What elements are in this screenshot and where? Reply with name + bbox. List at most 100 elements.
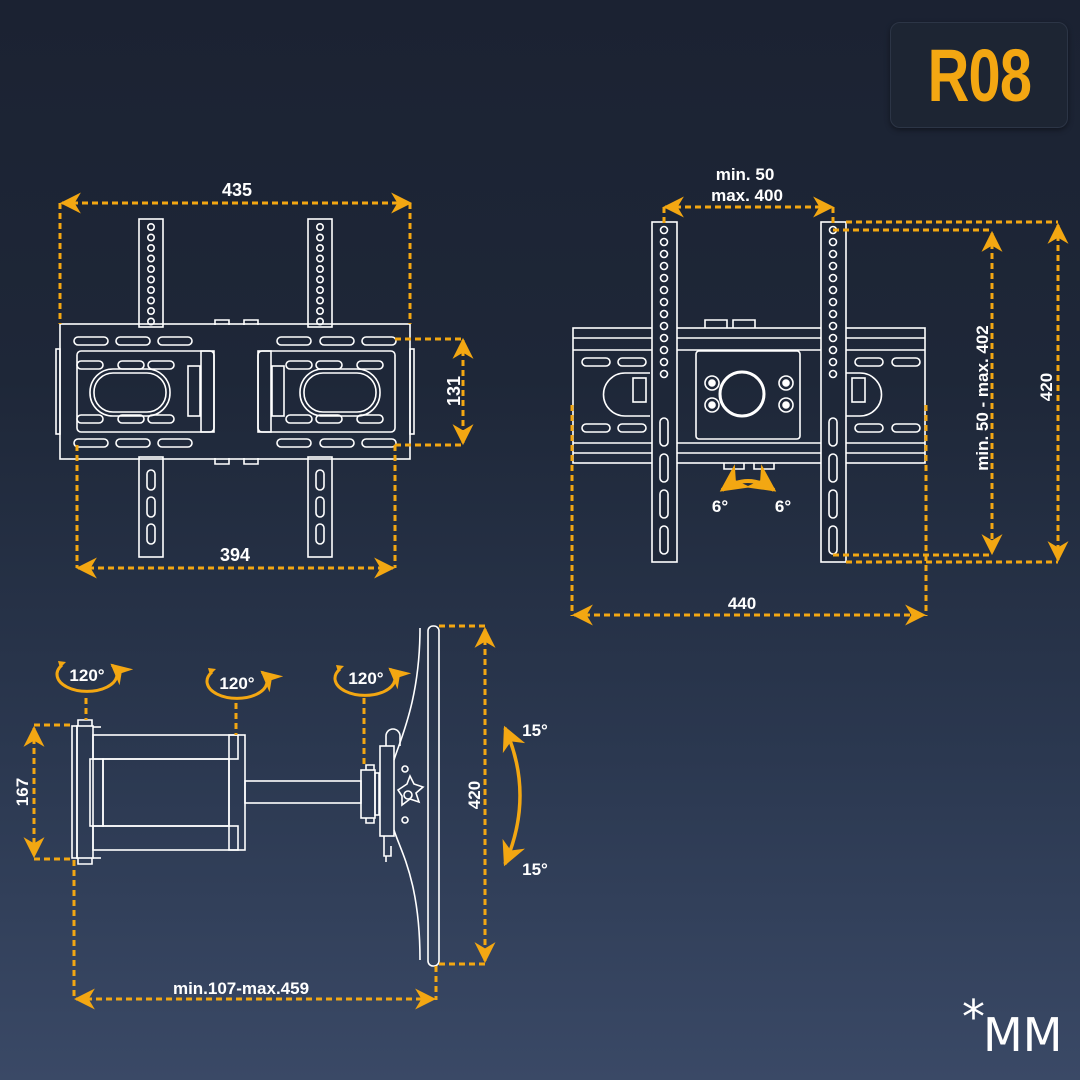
mount-slot bbox=[115, 438, 151, 448]
mount-hole bbox=[315, 254, 324, 263]
mount-hole bbox=[315, 296, 324, 305]
mount-slot bbox=[361, 336, 397, 346]
mount-slot bbox=[356, 360, 384, 370]
mount-slot bbox=[315, 414, 343, 424]
side-dimensions bbox=[23, 624, 496, 1010]
mount-plate bbox=[59, 323, 411, 460]
mount-slot bbox=[891, 357, 921, 367]
mount-hole bbox=[659, 309, 669, 319]
mount-slot bbox=[285, 360, 313, 370]
mount-hole bbox=[828, 369, 838, 379]
mount-slot bbox=[146, 496, 156, 518]
mount-slot bbox=[147, 360, 175, 370]
arm-lower bbox=[92, 825, 239, 851]
mount-hole bbox=[659, 297, 669, 307]
mount-hole bbox=[828, 345, 838, 355]
mount-slot bbox=[659, 417, 669, 447]
mount-slot bbox=[356, 414, 384, 424]
tilt-rail-right bbox=[820, 221, 847, 563]
mount-hole bbox=[147, 233, 156, 242]
mount-hole bbox=[315, 264, 324, 273]
mount-hole bbox=[147, 254, 156, 263]
tilt-up-label: 15° bbox=[522, 721, 548, 740]
dim-tilt-height: 420 bbox=[1037, 373, 1056, 401]
tilt-knob-icon bbox=[396, 774, 425, 807]
mount-hole bbox=[315, 275, 324, 284]
mount-slot bbox=[117, 414, 145, 424]
mount-slot bbox=[157, 336, 193, 346]
mount-slot bbox=[617, 423, 647, 433]
mount-hole bbox=[828, 237, 838, 247]
mount-slot bbox=[117, 360, 145, 370]
mount-hole bbox=[828, 249, 838, 259]
mount-hole bbox=[315, 244, 324, 253]
side-view bbox=[71, 625, 440, 967]
swivel-label-2: 120° bbox=[219, 674, 254, 693]
tilt-right-label: 6° bbox=[775, 497, 791, 516]
dim-wall-plate-height: 167 bbox=[13, 778, 32, 806]
mount-slot bbox=[659, 489, 669, 519]
unit-asterisk: * bbox=[962, 990, 985, 1044]
mount-hole bbox=[659, 285, 669, 295]
mount-hole bbox=[147, 275, 156, 284]
mount-hole bbox=[828, 357, 838, 367]
mount-hole bbox=[147, 285, 156, 294]
mount-hole bbox=[828, 261, 838, 271]
mount-slot bbox=[319, 438, 355, 448]
mount-hole bbox=[659, 261, 669, 271]
mount-hole bbox=[828, 321, 838, 331]
mount-hole bbox=[659, 237, 669, 247]
mount-hole bbox=[659, 249, 669, 259]
mount-hole bbox=[659, 357, 669, 367]
dim-vesa-min: min. 50 bbox=[716, 165, 775, 184]
mount-hole bbox=[315, 285, 324, 294]
dim-front-hole-width: 394 bbox=[220, 545, 250, 565]
mount-slot bbox=[891, 423, 921, 433]
mount-slot bbox=[659, 453, 669, 483]
swivel-icon-1 bbox=[55, 663, 134, 693]
vertical-rail-left bbox=[138, 218, 164, 558]
tv-plate bbox=[427, 625, 440, 967]
tilt-arrow-icon bbox=[719, 464, 777, 492]
mount-slot bbox=[319, 336, 355, 346]
mount-slot bbox=[854, 423, 884, 433]
mount-slot bbox=[73, 336, 109, 346]
swivel-label-3: 120° bbox=[348, 669, 383, 688]
mount-hole bbox=[315, 306, 324, 315]
mount-hole bbox=[828, 333, 838, 343]
mount-slot bbox=[157, 438, 193, 448]
mount-hole bbox=[828, 285, 838, 295]
front-dimensions bbox=[58, 192, 474, 579]
mount-hole bbox=[147, 264, 156, 273]
mount-slot bbox=[361, 438, 397, 448]
mount-slot bbox=[315, 523, 325, 545]
mount-hole bbox=[147, 244, 156, 253]
mount-hole bbox=[147, 306, 156, 315]
mount-slot bbox=[315, 360, 343, 370]
arm-upper bbox=[92, 734, 239, 760]
mount-slot bbox=[146, 469, 156, 491]
tilt-down-label: 15° bbox=[522, 860, 548, 879]
mount-hole bbox=[659, 273, 669, 283]
arm-extension bbox=[244, 780, 362, 804]
mount-slot bbox=[276, 336, 312, 346]
unit-text: MM bbox=[983, 1008, 1063, 1062]
tilt-view bbox=[572, 221, 926, 563]
mount-slot bbox=[285, 414, 313, 424]
tilt-dimensions bbox=[570, 196, 1069, 626]
mount-slot bbox=[315, 469, 325, 491]
mount-hole bbox=[659, 321, 669, 331]
mount-slot bbox=[73, 438, 109, 448]
mount-hole bbox=[147, 296, 156, 305]
tilt-rail-left bbox=[651, 221, 678, 563]
mount-slot bbox=[76, 414, 104, 424]
swivel-icons bbox=[55, 663, 412, 700]
mount-hole bbox=[659, 369, 669, 379]
mount-slot bbox=[659, 525, 669, 555]
dim-front-hole-height: 131 bbox=[444, 376, 464, 406]
mount-slot bbox=[146, 523, 156, 545]
mount-hole bbox=[659, 333, 669, 343]
dim-plate-height: 420 bbox=[465, 781, 484, 809]
mount-hole bbox=[828, 297, 838, 307]
